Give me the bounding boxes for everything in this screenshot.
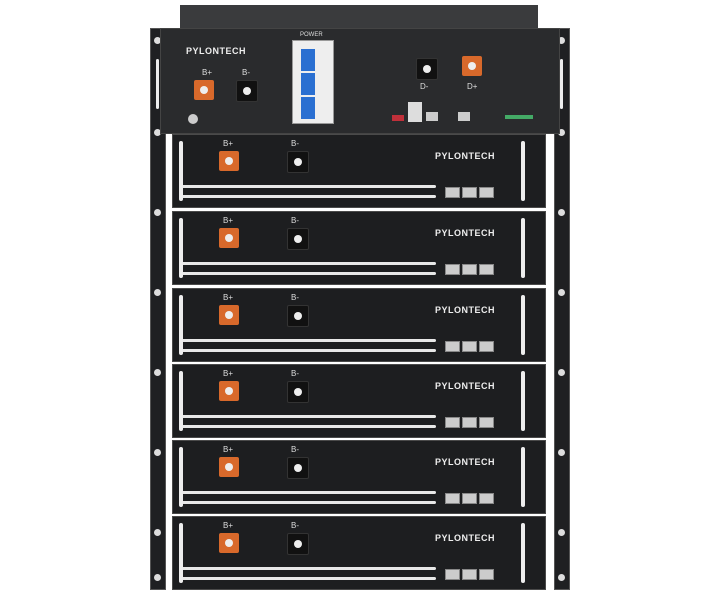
- module-logo: PYLONTECH: [435, 457, 496, 467]
- ground-screw: [188, 114, 198, 124]
- b-plus-label: B+: [223, 139, 234, 148]
- b-plus-label: B+: [202, 68, 213, 77]
- positive-terminal: [219, 381, 239, 401]
- rack-ear-left: [150, 28, 166, 590]
- positive-terminal: [219, 533, 239, 553]
- negative-terminal: [287, 228, 309, 250]
- b-minus-label: B-: [291, 293, 299, 302]
- dip-switch[interactable]: [392, 115, 404, 121]
- module-handle: [521, 295, 525, 355]
- module-logo: PYLONTECH: [435, 533, 496, 543]
- handle-rail: [181, 195, 436, 198]
- controller-unit: [160, 28, 560, 134]
- b-plus-label: B+: [223, 216, 234, 225]
- module-logo: PYLONTECH: [435, 305, 496, 315]
- controller-logo: PYLONTECH: [186, 46, 247, 56]
- power-label: POWER: [300, 32, 323, 38]
- handle-rail: [181, 339, 436, 342]
- module-handle: [179, 523, 183, 583]
- handle-rail: [181, 425, 436, 428]
- b-plus-label: B+: [223, 369, 234, 378]
- module-handle: [179, 295, 183, 355]
- module-handle: [521, 447, 525, 507]
- negative-terminal: [287, 381, 309, 403]
- positive-terminal: [194, 80, 214, 100]
- module-handle: [179, 371, 183, 431]
- handle-rail: [181, 349, 436, 352]
- negative-terminal: [287, 533, 309, 555]
- b-minus-label: B-: [291, 521, 299, 530]
- negative-terminal: [287, 151, 309, 173]
- module-handle: [179, 447, 183, 507]
- module-handle: [179, 218, 183, 278]
- comm-ports: [445, 187, 494, 198]
- battery-module: B+ B- PYLONTECH: [172, 364, 546, 438]
- positive-terminal: [219, 305, 239, 325]
- b-minus-label: B-: [242, 68, 250, 77]
- handle-rail: [181, 501, 436, 504]
- module-logo: PYLONTECH: [435, 151, 496, 161]
- handle-rail: [181, 415, 436, 418]
- rack-ear-right: [554, 28, 570, 590]
- positive-terminal: [219, 228, 239, 248]
- negative-terminal: [236, 80, 258, 102]
- module-logo: PYLONTECH: [435, 228, 496, 238]
- comm-port: [426, 112, 438, 121]
- comm-ports: [445, 341, 494, 352]
- comm-ports: [445, 264, 494, 275]
- b-minus-label: B-: [291, 445, 299, 454]
- module-logo: PYLONTECH: [435, 381, 496, 391]
- comm-ports: [445, 417, 494, 428]
- module-handle: [521, 141, 525, 201]
- comm-ports: [445, 569, 494, 580]
- negative-terminal: [287, 305, 309, 327]
- power-breaker[interactable]: [292, 40, 334, 124]
- battery-module: B+ B- PYLONTECH: [172, 516, 546, 590]
- b-minus-label: B-: [291, 139, 299, 148]
- module-handle: [521, 218, 525, 278]
- d-plus-label: D+: [467, 82, 478, 91]
- comm-ports: [445, 493, 494, 504]
- handle-rail: [181, 491, 436, 494]
- module-handle: [521, 523, 525, 583]
- battery-module: B+ B- PYLONTECH: [172, 440, 546, 514]
- handle-rail: [181, 272, 436, 275]
- battery-module: B+ B- PYLONTECH: [172, 211, 546, 285]
- b-plus-label: B+: [223, 293, 234, 302]
- d-minus-terminal: [416, 58, 438, 80]
- module-handle: [521, 371, 525, 431]
- b-plus-label: B+: [223, 445, 234, 454]
- d-plus-terminal: [462, 56, 482, 76]
- b-plus-label: B+: [223, 521, 234, 530]
- module-handle: [179, 141, 183, 201]
- status-leds: [505, 115, 533, 119]
- handle-rail: [181, 262, 436, 265]
- battery-module: B+ B- PYLONTECH: [172, 134, 546, 208]
- battery-module: B+ B- PYLONTECH: [172, 288, 546, 362]
- d-minus-label: D-: [420, 82, 429, 91]
- positive-terminal: [219, 151, 239, 171]
- handle-rail: [181, 185, 436, 188]
- handle-rail: [181, 577, 436, 580]
- negative-terminal: [287, 457, 309, 479]
- handle-rail: [181, 567, 436, 570]
- positive-terminal: [219, 457, 239, 477]
- comm-port: [458, 112, 470, 121]
- rack-top-cover: [180, 5, 538, 29]
- comm-port: [408, 102, 422, 122]
- b-minus-label: B-: [291, 369, 299, 378]
- b-minus-label: B-: [291, 216, 299, 225]
